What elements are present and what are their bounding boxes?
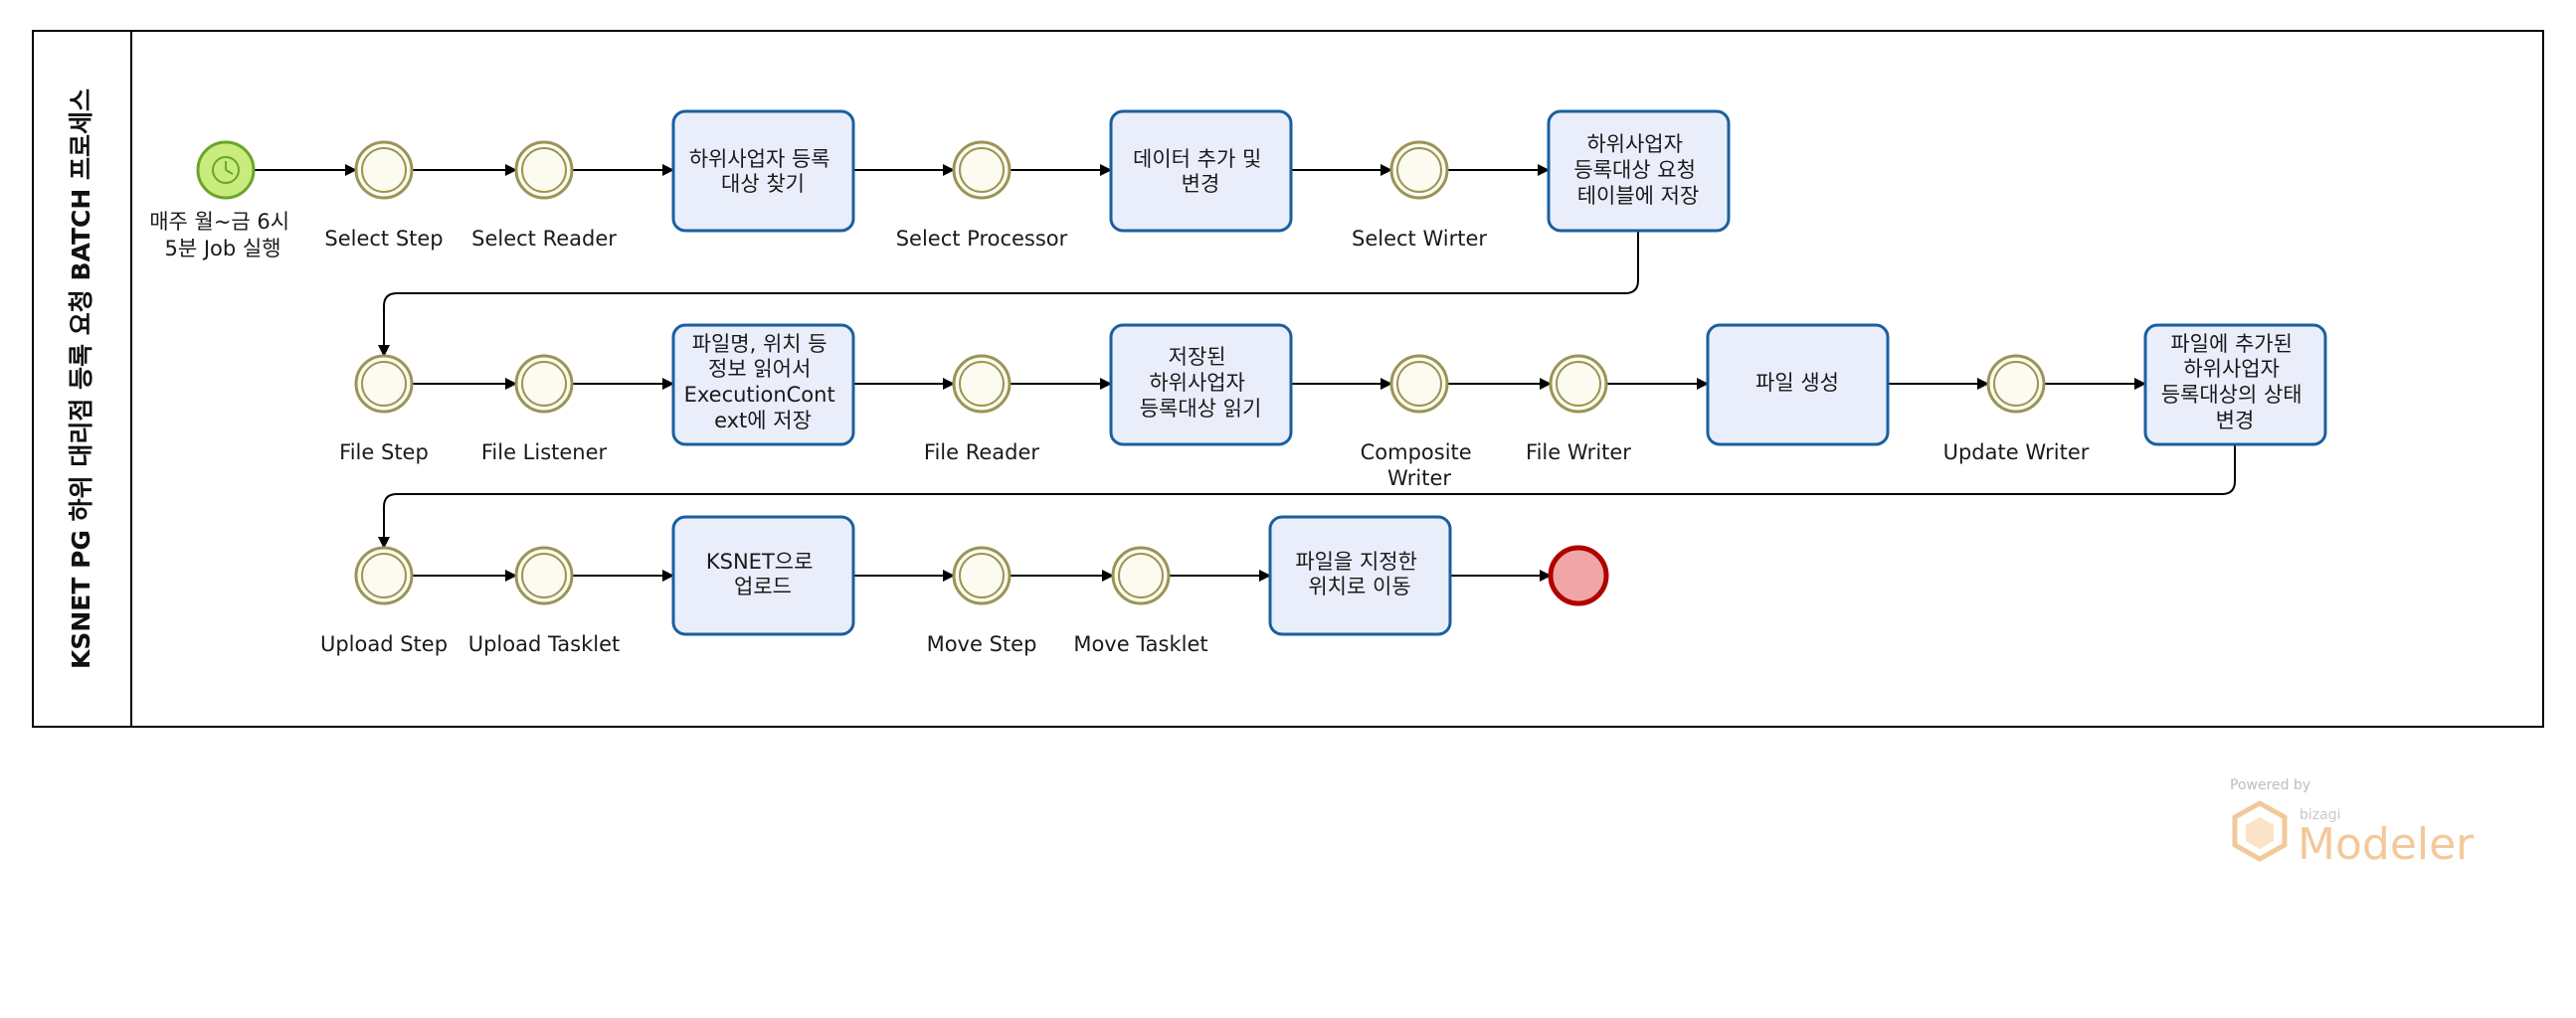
svg-text:하위사업자 등록 대상 찾기: 하위사업자 등록 대상 찾기 <box>689 147 837 196</box>
task-create-file[interactable]: 파일 생성 <box>1706 323 1890 446</box>
event-composite-writer-label-line-2: Writer <box>1387 466 1451 490</box>
flow-update-task-to-upload-step[interactable] <box>378 444 2236 549</box>
task-find-target-line-2: 대상 찾기 <box>721 172 805 196</box>
svg-text:매주 월~금 6시 5분 Job 실행: 매주 월~금 6시 5분 Job 실행 <box>149 210 296 260</box>
event-upload-step-label: Upload Step <box>320 632 448 656</box>
task-read-stored[interactable]: 저장된 하위사업자 등록대상 읽기 <box>1109 323 1293 446</box>
task-read-stored-line-2: 하위사업자 <box>1149 371 1245 395</box>
task-update-status[interactable]: 파일에 추가된 하위사업자 등록대상의 상태 변경 <box>2143 323 2327 446</box>
event-file-step[interactable]: File Step <box>339 354 429 464</box>
event-move-step-label: Move Step <box>927 632 1037 656</box>
task-find-target-line-1: 하위사업자 등록 <box>689 147 830 171</box>
pool-label: KSNET PG 하위 대리점 등록 요청 BATCH 프로세스 <box>67 88 95 669</box>
event-select-step[interactable]: Select Step <box>324 140 444 251</box>
start-event[interactable]: 매주 월~금 6시 5분 Job 실행 <box>149 140 296 260</box>
task-upload-ksnet-line-2: 업로드 <box>734 575 792 598</box>
task-update-status-line-1: 파일에 추가된 <box>2170 332 2293 356</box>
task-create-file-line-1: 파일 생성 <box>1755 371 1839 395</box>
task-store-context-line-2: 정보 읽어서 <box>708 357 811 381</box>
task-read-stored-line-1: 저장된 <box>1169 345 1226 369</box>
task-move-file-line-1: 파일을 지정한 <box>1295 550 1417 574</box>
svg-text:저장된 하위사업자 등록대상 읽기: 저장된 하위사업자 등록대상 읽기 <box>1140 345 1262 421</box>
event-file-step-label: File Step <box>339 440 429 464</box>
task-upload-ksnet[interactable]: KSNET으로 업로드 <box>671 515 855 636</box>
event-move-tasklet-label: Move Tasklet <box>1073 632 1207 656</box>
event-file-reader[interactable]: File Reader <box>924 354 1040 464</box>
watermark-product: Modeler <box>2298 819 2475 870</box>
clock-icon <box>212 156 240 184</box>
sequence-flows <box>254 164 2236 582</box>
start-event-label-line-2: 5분 Job 실행 <box>164 237 280 260</box>
task-store-context-line-3: ExecutionCont <box>684 383 835 407</box>
event-file-listener-label: File Listener <box>481 440 608 464</box>
event-file-reader-label: File Reader <box>924 440 1040 464</box>
task-update-status-line-3: 등록대상의 상태 <box>2161 383 2302 407</box>
watermark-powered-by: Powered by <box>2230 777 2310 793</box>
task-update-status-line-2: 하위사업자 <box>2183 357 2280 381</box>
watermark: Powered by bizagi Modeler <box>2230 777 2475 870</box>
task-read-stored-line-3: 등록대상 읽기 <box>1140 397 1262 421</box>
event-file-listener[interactable]: File Listener <box>481 354 608 464</box>
task-store-context-line-1: 파일명, 위치 등 <box>692 332 828 356</box>
task-save-request[interactable]: 하위사업자 등록대상 요청 테이블에 저장 <box>1547 109 1731 233</box>
task-store-context[interactable]: 파일명, 위치 등 정보 읽어서 ExecutionCont ext에 저장 <box>671 323 855 446</box>
task-upload-ksnet-line-1: KSNET으로 <box>706 550 814 574</box>
event-move-tasklet[interactable]: Move Tasklet <box>1073 546 1208 656</box>
event-select-writer-label: Select Wirter <box>1352 227 1487 251</box>
event-select-step-label: Select Step <box>324 227 443 251</box>
event-file-writer[interactable]: File Writer <box>1526 354 1631 464</box>
task-save-request-line-3: 테이블에 저장 <box>1577 184 1700 208</box>
start-event-label-line-1: 매주 월~금 6시 <box>149 210 289 234</box>
end-event[interactable] <box>1548 545 1609 606</box>
event-file-writer-label: File Writer <box>1526 440 1631 464</box>
svg-text:KSNET으로 업로드: KSNET으로 업로드 <box>706 550 820 598</box>
task-move-file[interactable]: 파일을 지정한 위치로 이동 <box>1268 515 1452 636</box>
svg-text:파일에 추가된 하위사업자 등록대상: 파일에 추가된 하위사업자 등록대상의 상태 변경 <box>2161 332 2309 432</box>
task-modify-data-line-1: 데이터 추가 및 <box>1133 147 1261 171</box>
task-move-file-line-2: 위치로 이동 <box>1308 575 1410 598</box>
event-select-reader[interactable]: Select Reader <box>471 140 617 251</box>
bizagi-logo-icon <box>2232 800 2288 862</box>
svg-text:하위사업자 등록대상 요청 테이블에: 하위사업자 등록대상 요청 테이블에 저장 <box>1573 132 1702 208</box>
event-select-reader-label: Select Reader <box>471 227 617 251</box>
event-upload-step[interactable]: Upload Step <box>320 546 448 656</box>
event-composite-writer[interactable]: Composite Writer <box>1361 354 1479 490</box>
svg-text:파일을 지정한 위치로 이동: 파일을 지정한 위치로 이동 <box>1295 550 1423 598</box>
event-composite-writer-label-line-1: Composite <box>1361 440 1472 464</box>
task-modify-data[interactable]: 데이터 추가 및 변경 <box>1109 109 1293 233</box>
watermark-brand: bizagi <box>2300 807 2340 823</box>
task-find-target[interactable]: 하위사업자 등록 대상 찾기 <box>671 109 855 233</box>
event-update-writer[interactable]: Update Writer <box>1943 354 2090 464</box>
task-save-request-line-2: 등록대상 요청 <box>1573 158 1696 182</box>
flow-save-task-to-file-step[interactable] <box>378 231 1639 357</box>
svg-text:파일명, 위치 등 정보 읽어서 E: 파일명, 위치 등 정보 읽어서 ExecutionCont ext에 저장 <box>684 332 842 432</box>
event-select-processor[interactable]: Select Processor <box>896 140 1068 251</box>
svg-text:데이터 추가 및 변경: 데이터 추가 및 변경 <box>1133 147 1268 196</box>
task-store-context-line-4: ext에 저장 <box>714 409 812 432</box>
task-save-request-line-1: 하위사업자 <box>1586 132 1683 156</box>
task-modify-data-line-2: 변경 <box>1182 172 1220 196</box>
event-select-writer[interactable]: Select Wirter <box>1352 140 1487 251</box>
event-move-step[interactable]: Move Step <box>927 546 1037 656</box>
event-update-writer-label: Update Writer <box>1943 440 2090 464</box>
event-upload-tasklet-label: Upload Tasklet <box>468 632 621 656</box>
event-upload-tasklet[interactable]: Upload Tasklet <box>468 546 621 656</box>
task-update-status-line-4: 변경 <box>2216 409 2255 432</box>
event-select-processor-label: Select Processor <box>896 227 1068 251</box>
svg-text:Composite Writer: Composite Writer <box>1361 440 1479 490</box>
